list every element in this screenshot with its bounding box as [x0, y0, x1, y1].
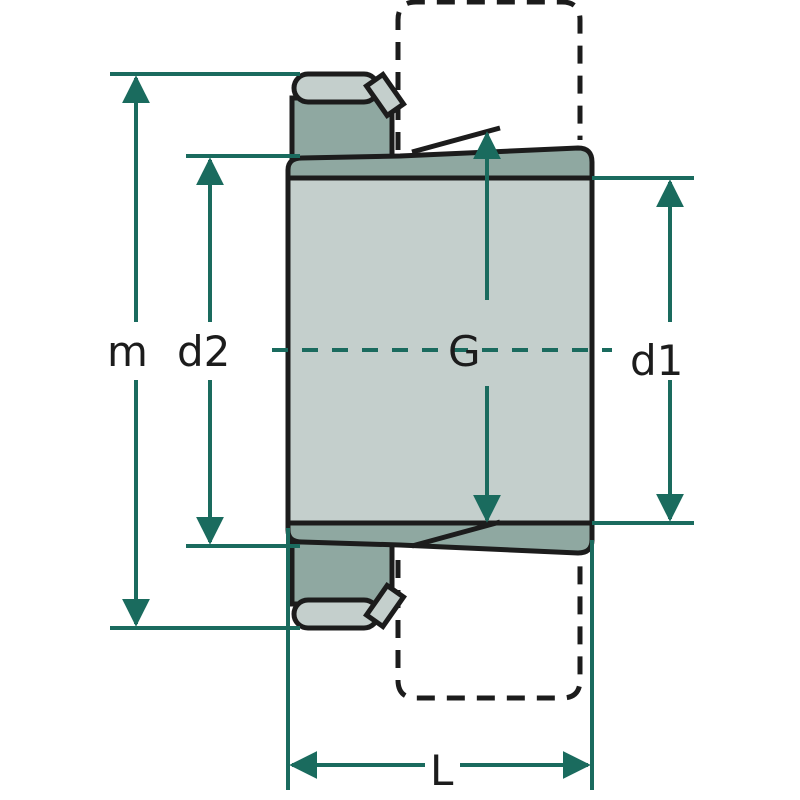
label-d1: d1: [630, 336, 683, 385]
slit-line-bottom: [411, 519, 501, 549]
label-d2: d2: [177, 327, 230, 376]
bearing-outline-top: [395, 0, 583, 150]
label-L: L: [430, 746, 454, 795]
label-G: G: [448, 327, 481, 376]
lock-nut-bottom: [289, 539, 407, 631]
bearing-outline-bottom: [395, 560, 583, 701]
extension-lines: [110, 72, 694, 790]
lock-nut-top: [289, 71, 407, 163]
label-m: m: [107, 327, 148, 376]
